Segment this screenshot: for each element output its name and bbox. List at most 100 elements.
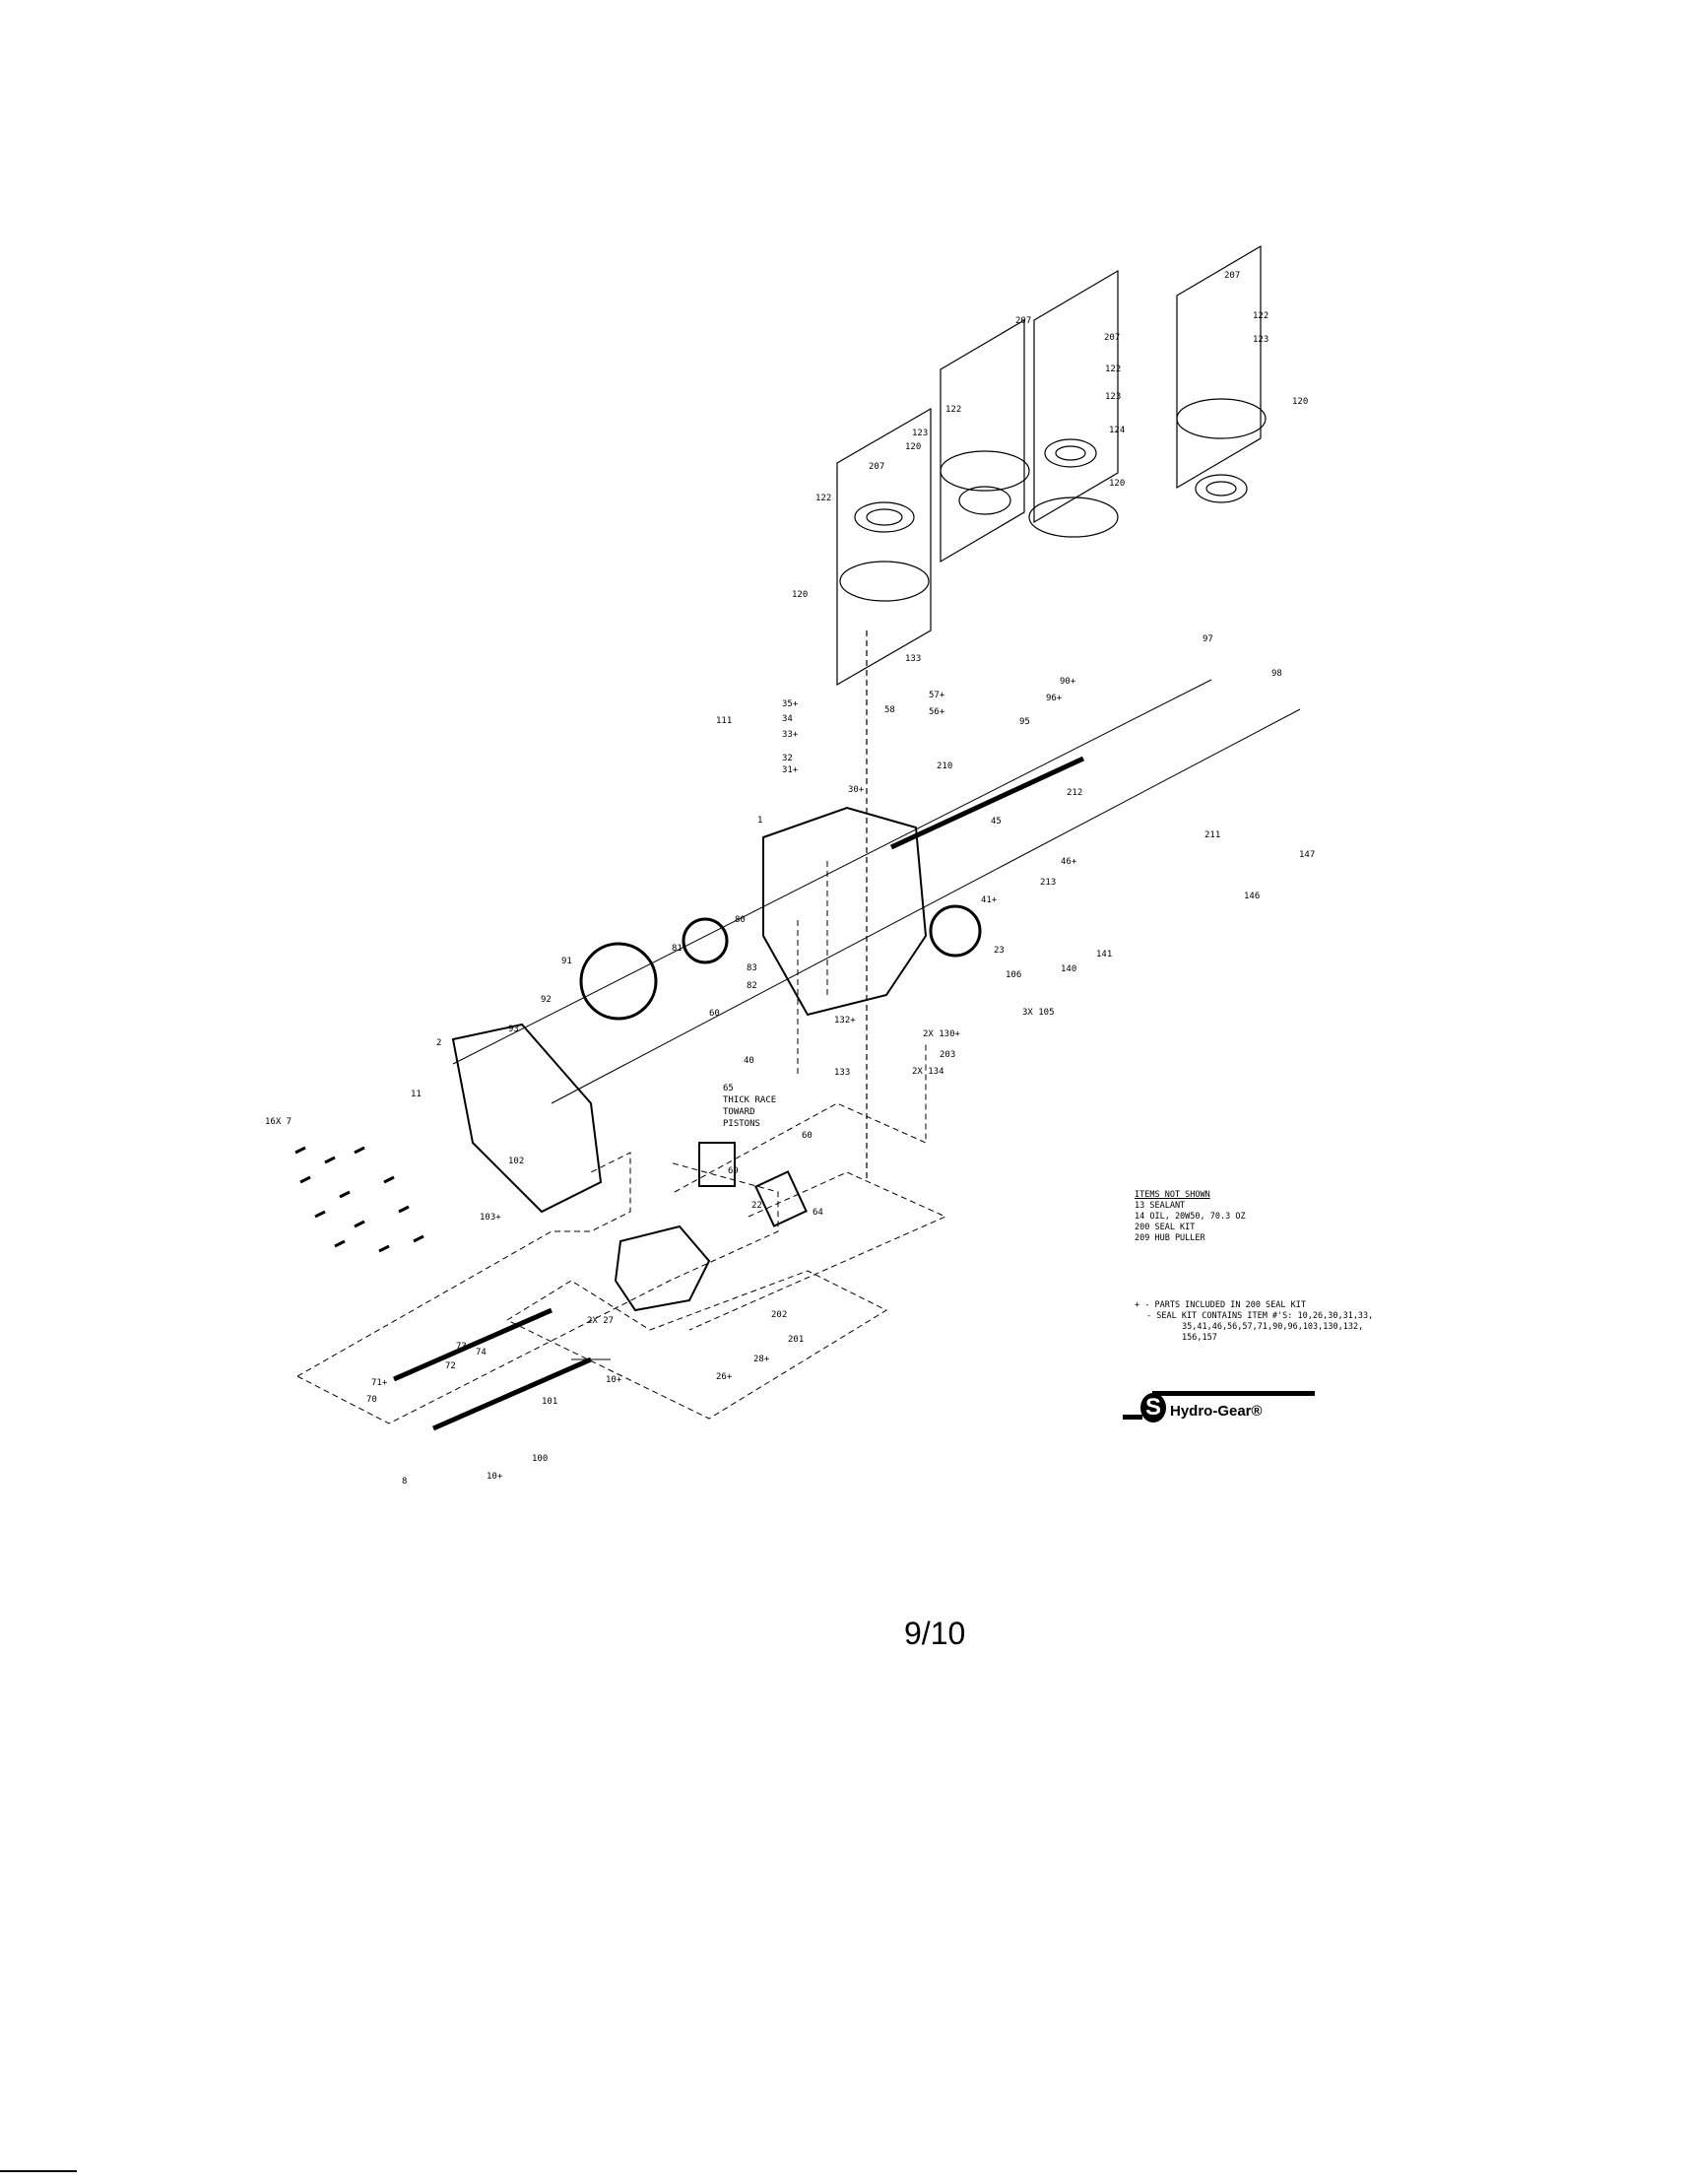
callout-101: 101 bbox=[542, 1397, 558, 1407]
legend-line: - SEAL KIT CONTAINS ITEM #'S: 10,26,30,3… bbox=[1146, 1311, 1374, 1321]
callout-120: 120 bbox=[905, 442, 922, 452]
callout-203: 203 bbox=[940, 1050, 956, 1060]
callout-71-: 71+ bbox=[371, 1378, 388, 1388]
callout-106: 106 bbox=[1006, 970, 1022, 980]
callout-28-: 28+ bbox=[753, 1355, 770, 1364]
callout-207: 207 bbox=[1224, 271, 1241, 281]
callout-2: 2 bbox=[436, 1038, 442, 1048]
callout-207: 207 bbox=[1015, 316, 1032, 326]
callout-thick-race: THICK RACE bbox=[723, 1095, 777, 1105]
callout-120: 120 bbox=[1109, 479, 1126, 489]
callout-34: 34 bbox=[782, 714, 793, 724]
callout-123: 123 bbox=[912, 429, 929, 438]
seal-kit-legend: + - PARTS INCLUDED IN 200 SEAL KIT - SEA… bbox=[1135, 1300, 1373, 1344]
callout-26-: 26+ bbox=[716, 1372, 733, 1382]
callout-212: 212 bbox=[1067, 788, 1083, 798]
callout-90-: 90+ bbox=[1060, 677, 1076, 687]
callout-82: 82 bbox=[747, 981, 757, 991]
side-cover-icon bbox=[451, 1023, 603, 1214]
callout-11: 11 bbox=[411, 1090, 422, 1099]
logo-text: Hydro-Gear® bbox=[1170, 1403, 1263, 1420]
note-item: 209 HUB PULLER bbox=[1135, 1233, 1205, 1243]
bolts-icon bbox=[294, 1146, 424, 1253]
callout-40: 40 bbox=[744, 1056, 754, 1066]
callout-201: 201 bbox=[788, 1335, 805, 1345]
callout-97: 97 bbox=[1203, 634, 1213, 644]
callout-60: 60 bbox=[709, 1009, 720, 1019]
callout-103-: 103+ bbox=[480, 1213, 501, 1223]
callout-83: 83 bbox=[747, 963, 757, 973]
callout-30-: 30+ bbox=[848, 785, 865, 795]
callout-69: 69 bbox=[728, 1166, 739, 1176]
callout-70: 70 bbox=[366, 1395, 377, 1405]
callout-32: 32 bbox=[782, 754, 793, 763]
callout-96-: 96+ bbox=[1046, 694, 1063, 703]
motor-23-icon bbox=[929, 904, 982, 958]
page-number: 9/10 bbox=[904, 1616, 966, 1651]
callout-122: 122 bbox=[945, 405, 962, 415]
pulley-icon bbox=[854, 438, 1248, 533]
callout-pistons: PISTONS bbox=[723, 1119, 760, 1129]
callout-93: 93 bbox=[508, 1025, 519, 1034]
callout-133: 133 bbox=[834, 1068, 851, 1078]
callout-45: 45 bbox=[991, 817, 1002, 827]
callout-1: 1 bbox=[757, 816, 763, 826]
callout-16x-7: 16X 7 bbox=[265, 1117, 293, 1127]
callout-56-: 56+ bbox=[929, 707, 945, 717]
callout-102: 102 bbox=[508, 1157, 525, 1166]
note-item: 14 OIL, 20W50, 70.3 OZ bbox=[1135, 1212, 1246, 1222]
callout-141: 141 bbox=[1096, 950, 1113, 960]
callout-23: 23 bbox=[994, 946, 1005, 956]
callout-73: 73 bbox=[456, 1342, 467, 1352]
panel-207-b bbox=[940, 318, 1025, 563]
legend-line: 156,157 bbox=[1182, 1333, 1217, 1343]
callout-202: 202 bbox=[771, 1310, 788, 1320]
callout-123: 123 bbox=[1253, 335, 1269, 345]
panel-207-d bbox=[1176, 244, 1262, 490]
callout-3x-105: 3X 105 bbox=[1022, 1008, 1055, 1018]
callout-111: 111 bbox=[716, 716, 733, 726]
callout-210: 210 bbox=[937, 761, 953, 771]
callout-58: 58 bbox=[884, 705, 895, 715]
callout-92: 92 bbox=[541, 995, 552, 1005]
legend-line: 35,41,46,56,57,71,90,96,103,130,132, bbox=[1182, 1322, 1364, 1332]
callout-41-: 41+ bbox=[981, 895, 998, 905]
cylinder-block-64-icon bbox=[754, 1170, 808, 1227]
callout-91: 91 bbox=[561, 957, 572, 966]
callout-207: 207 bbox=[869, 462, 885, 472]
center-section-icon bbox=[614, 1224, 711, 1312]
callout-133: 133 bbox=[905, 654, 922, 664]
housing-icon bbox=[762, 806, 928, 1017]
callout-toward: TOWARD bbox=[723, 1107, 755, 1117]
callout-120: 120 bbox=[1292, 397, 1309, 407]
items-not-shown-heading: ITEMS NOT SHOWN bbox=[1135, 1190, 1210, 1200]
gear-91-icon bbox=[579, 942, 658, 1021]
callout-74: 74 bbox=[476, 1348, 487, 1357]
callout-146: 146 bbox=[1244, 892, 1261, 901]
hydro-gear-logo: S Hydro-Gear® bbox=[1123, 1389, 1320, 1428]
callout-140: 140 bbox=[1061, 964, 1077, 974]
callout-2x-134: 2X 134 bbox=[912, 1067, 944, 1077]
callout-31-: 31+ bbox=[782, 765, 799, 775]
panel-207-c bbox=[1033, 269, 1119, 524]
callout-95: 95 bbox=[1019, 717, 1030, 727]
callout-65: 65 bbox=[723, 1084, 734, 1093]
callout-123: 123 bbox=[1105, 392, 1122, 402]
callout-147: 147 bbox=[1299, 850, 1316, 860]
callout-10-: 10+ bbox=[606, 1375, 622, 1385]
callout-122: 122 bbox=[1105, 364, 1122, 374]
callout-60: 60 bbox=[802, 1131, 813, 1141]
callout-207: 207 bbox=[1104, 333, 1121, 343]
note-item: 200 SEAL KIT bbox=[1135, 1223, 1196, 1232]
callout-81: 81 bbox=[672, 944, 683, 954]
callout-22: 22 bbox=[751, 1201, 762, 1211]
callout-100: 100 bbox=[532, 1454, 549, 1464]
callout-80: 80 bbox=[735, 915, 746, 925]
gear-81-icon bbox=[682, 917, 729, 964]
callout-132-: 132+ bbox=[834, 1016, 856, 1026]
callout-35-: 35+ bbox=[782, 699, 799, 709]
callout-8: 8 bbox=[402, 1477, 408, 1487]
callout-10-: 10+ bbox=[487, 1472, 503, 1482]
callout-2x-27: 2X 27 bbox=[587, 1316, 615, 1326]
